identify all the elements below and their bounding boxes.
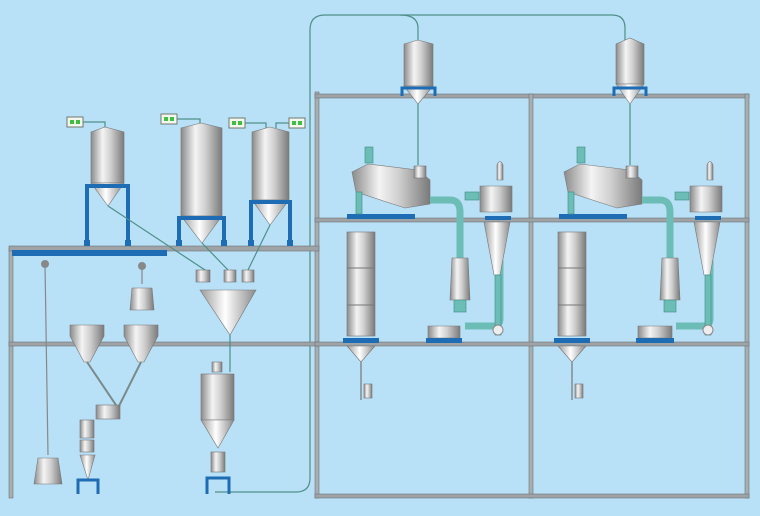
label-box bbox=[66, 116, 84, 128]
silo-1 bbox=[84, 126, 131, 246]
sieve-b bbox=[559, 146, 643, 219]
receiver-silo-a bbox=[400, 39, 437, 165]
bag-icon bbox=[129, 262, 155, 311]
grinder-column-b bbox=[554, 231, 590, 400]
fan-b bbox=[636, 325, 674, 343]
receiver-silo-b bbox=[612, 37, 648, 165]
label-box bbox=[160, 113, 178, 125]
conveying-pipe-branch bbox=[399, 14, 419, 42]
sieve-a bbox=[347, 146, 431, 219]
silo-3 bbox=[248, 126, 293, 246]
grinder-column-a bbox=[343, 231, 379, 400]
conveying-pipe bbox=[215, 14, 626, 493]
weighing-hopper bbox=[195, 269, 257, 372]
silo-labels bbox=[66, 113, 306, 129]
cyclone-a bbox=[464, 161, 513, 336]
structure-frame-left bbox=[8, 91, 320, 499]
feed-lines bbox=[107, 205, 271, 271]
structure-frame-right bbox=[314, 93, 750, 499]
fan-a bbox=[426, 325, 462, 343]
label-box bbox=[228, 117, 246, 129]
twin-hoppers bbox=[69, 324, 159, 494]
bag-hoist bbox=[33, 260, 63, 485]
silo-2 bbox=[176, 122, 227, 246]
mixer-tank bbox=[200, 361, 235, 494]
cyclone-b bbox=[674, 161, 723, 336]
label-box bbox=[288, 117, 306, 129]
